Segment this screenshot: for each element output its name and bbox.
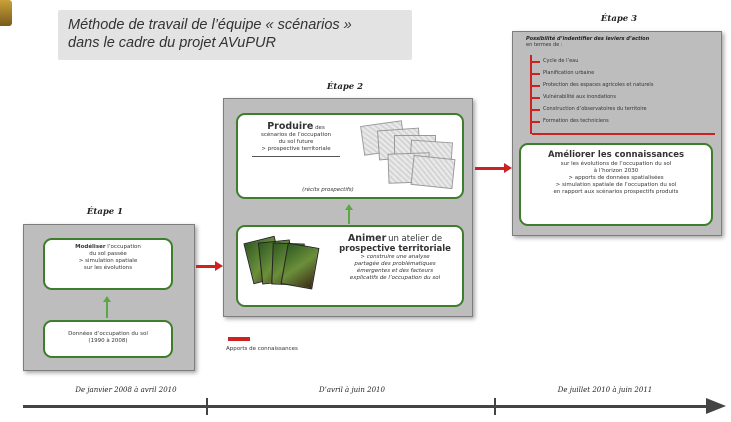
improve-box-title: Améliorer les connaissances [547,150,685,160]
animate-box: Animer un atelier de prospective territo… [236,225,464,307]
stage-2-arrow-up-icon [345,204,353,210]
title-line-2: dans le cadre du projet AVuPUR [68,35,276,51]
stage-1-arrow-shaft [106,302,108,318]
data-box: Données d’occupation du sol (1990 à 2008… [43,320,173,358]
improve-box: Améliorer les connaissances sur les évol… [519,143,713,226]
lever-item: Cycle de l’eau [543,58,579,64]
animate-box-rest: un atelier de [388,234,443,244]
diagram-title: Méthode de travail de l’équipe « scénari… [58,10,412,60]
levers-panel: Possibilité d’indentifier des leviers d’… [526,36,716,48]
model-box-bold: Modéliser [75,244,106,250]
produce-box-line-2: du sol future [278,139,314,145]
improve-box-line-3: > simulation spatiale de l’occupation du… [555,182,677,188]
arrow-2-3-head-icon [504,163,512,173]
animate-box-line-0: > construire une analyse [360,254,430,260]
timeline-period-3: De juillet 2010 à juin 2011 [557,386,653,394]
improve-box-line-2: > apports de données spatialisées [568,175,664,181]
levers-bracket-base [532,133,715,135]
levers-bracket [530,55,532,134]
timeline-tick-2 [494,398,496,415]
produce-box-line-0: des [315,125,325,131]
stage-3-label: Étape 3 [600,14,638,24]
scenario-maps-illustration [358,119,458,190]
levers-subtitle: en termes de : [526,42,563,48]
corner-logo [0,0,12,26]
produce-box-line-1: scénarios de l’occupation [260,132,332,138]
produce-box-bold: Produire [267,121,314,132]
produce-box-footnote: (récits prospectifs) [302,187,354,193]
animate-box-line-2: émergentes et des facteurs [356,268,434,274]
produce-box-line-3: > prospective territoriale [261,146,331,152]
arrow-2-3-shaft [475,167,505,170]
timeline-period-2: D’avril à juin 2010 [319,386,385,394]
timeline-period-1: De janvier 2008 à avril 2010 [75,386,177,394]
lever-item: Vulnérabilité aux inondations [543,94,616,100]
workshop-documents-illustration [243,231,324,305]
lever-item: Planification urbaine [543,70,595,76]
lever-item: Construction d’observatoires du territoi… [543,106,647,112]
model-box-line-2: > simulation spatiale [78,258,138,264]
stage-1-arrow-up-icon [103,296,111,302]
lever-item: Formation des techniciens [543,118,609,124]
legend-label: Apports de connaissances [226,346,298,352]
model-box-line-0: l’occupation [107,244,141,250]
data-box-line-1: (1990 à 2008) [88,338,128,344]
timeline-tick-1 [206,398,208,415]
improve-box-line-0: sur les évolutions de l’occupation du so… [560,161,672,167]
stage-1-label: Étape 1 [86,207,124,217]
stage-2-label: Étape 2 [326,82,364,92]
data-box-line-0: Données d’occupation du sol [68,331,148,337]
model-box-line-1: du sol passée [89,251,127,257]
animate-box-bold: Animer [347,233,387,244]
improve-box-line-4: en rapport aux scénarios prospectifs pro… [553,189,679,195]
produce-box: Produire des scénarios de l’occupation d… [236,113,464,199]
lever-item: Protection des espaces agricoles et natu… [543,82,654,88]
animate-box-line-1: partagée des problématiques [354,261,436,267]
levers-title: Possibilité d’indentifier des leviers d’… [526,36,650,42]
animate-box-title2: prospective territoriale [339,244,451,254]
improve-box-line-1: à l’horizon 2030 [593,168,639,174]
timeline-axis [23,405,710,408]
legend-red-arrow-icon [228,337,250,341]
arrow-1-2-shaft [196,265,216,268]
stage-2-arrow-shaft [348,210,350,224]
timeline-arrow-head-icon [706,398,726,414]
animate-box-line-3: explicatifs de l’occupation du sol [349,275,441,281]
model-box: Modéliser l’occupation du sol passée > s… [43,238,173,290]
title-line-1: Méthode de travail de l’équipe « scénari… [68,17,352,33]
arrow-1-2-head-icon [215,261,223,271]
model-box-line-3: sur les évolutions [83,265,133,271]
